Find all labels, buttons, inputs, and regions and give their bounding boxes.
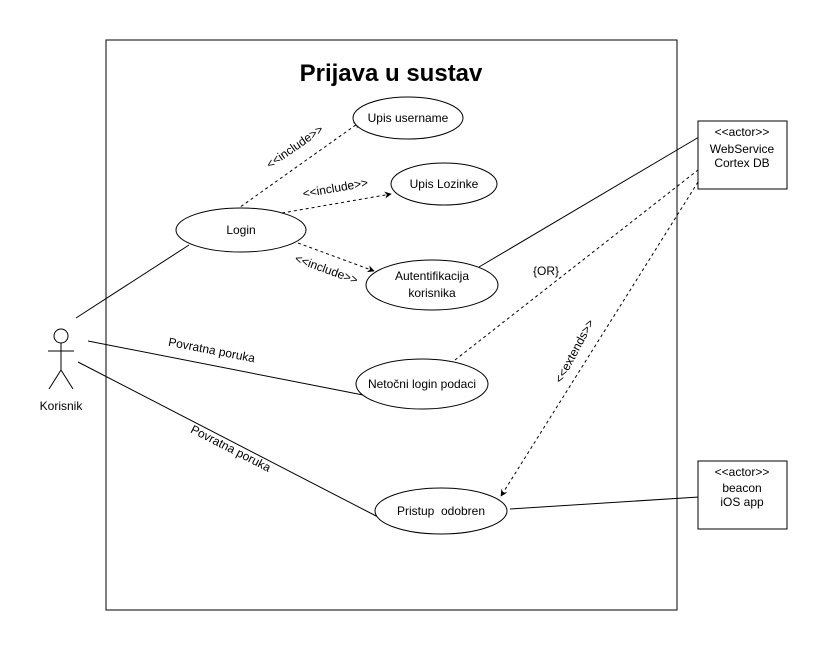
actor-korisnik-label: Korisnik bbox=[40, 399, 84, 413]
usecase-autentifikacija-label-2: korisnika bbox=[408, 286, 456, 300]
association-pristup-beacon bbox=[509, 496, 700, 510]
actor-beacon-box bbox=[697, 460, 788, 530]
usecase-netocni-login-label: Netočni login podaci bbox=[368, 377, 476, 391]
usecase-upis-lozinke-label: Upis Lozinke bbox=[410, 177, 479, 191]
usecase-upis-username bbox=[352, 96, 464, 140]
actor-webservice-box bbox=[697, 120, 788, 190]
usecase-upis-lozinke bbox=[390, 162, 498, 206]
actor-head bbox=[53, 328, 69, 344]
extends-webservice-pristup bbox=[500, 181, 699, 497]
usecase-autentifikacija-label-1: Autentifikacija bbox=[395, 269, 469, 283]
or-label: {OR} bbox=[533, 264, 559, 278]
association-user-pristup bbox=[77, 361, 381, 519]
include-login-lozinka bbox=[281, 191, 392, 214]
actor-beacon-name-1: beacon bbox=[722, 481, 761, 495]
actor-webservice-name-2: Cortex DB bbox=[714, 156, 769, 170]
include-login-autentifikacija bbox=[297, 242, 375, 273]
actor-korisnik bbox=[48, 328, 74, 390]
association-user-netocni bbox=[87, 340, 364, 396]
usecase-netocni-login bbox=[355, 358, 489, 410]
actor-left-leg bbox=[48, 369, 62, 390]
association-user-login bbox=[75, 244, 190, 319]
actor-beacon-stereotype: <<actor>> bbox=[715, 465, 770, 479]
actor-webservice-stereotype: <<actor>> bbox=[715, 125, 770, 139]
actor-beacon-name-2: iOS app bbox=[720, 495, 764, 509]
usecase-pristup-odobren bbox=[374, 487, 508, 535]
include-login-username bbox=[235, 121, 361, 211]
association-auth-webservice bbox=[478, 136, 700, 268]
actor-right-leg bbox=[60, 369, 74, 390]
usecase-pristup-odobren-label: Pristup odobren bbox=[397, 504, 485, 518]
usecase-login-label: Login bbox=[226, 223, 255, 237]
diagram-title: Prijava u sustav bbox=[300, 60, 483, 87]
usecase-login bbox=[175, 207, 307, 253]
actor-webservice-name-1: WebService bbox=[710, 142, 775, 156]
usecase-upis-username-label: Upis username bbox=[368, 111, 449, 125]
usecase-autentifikacija bbox=[365, 259, 499, 311]
